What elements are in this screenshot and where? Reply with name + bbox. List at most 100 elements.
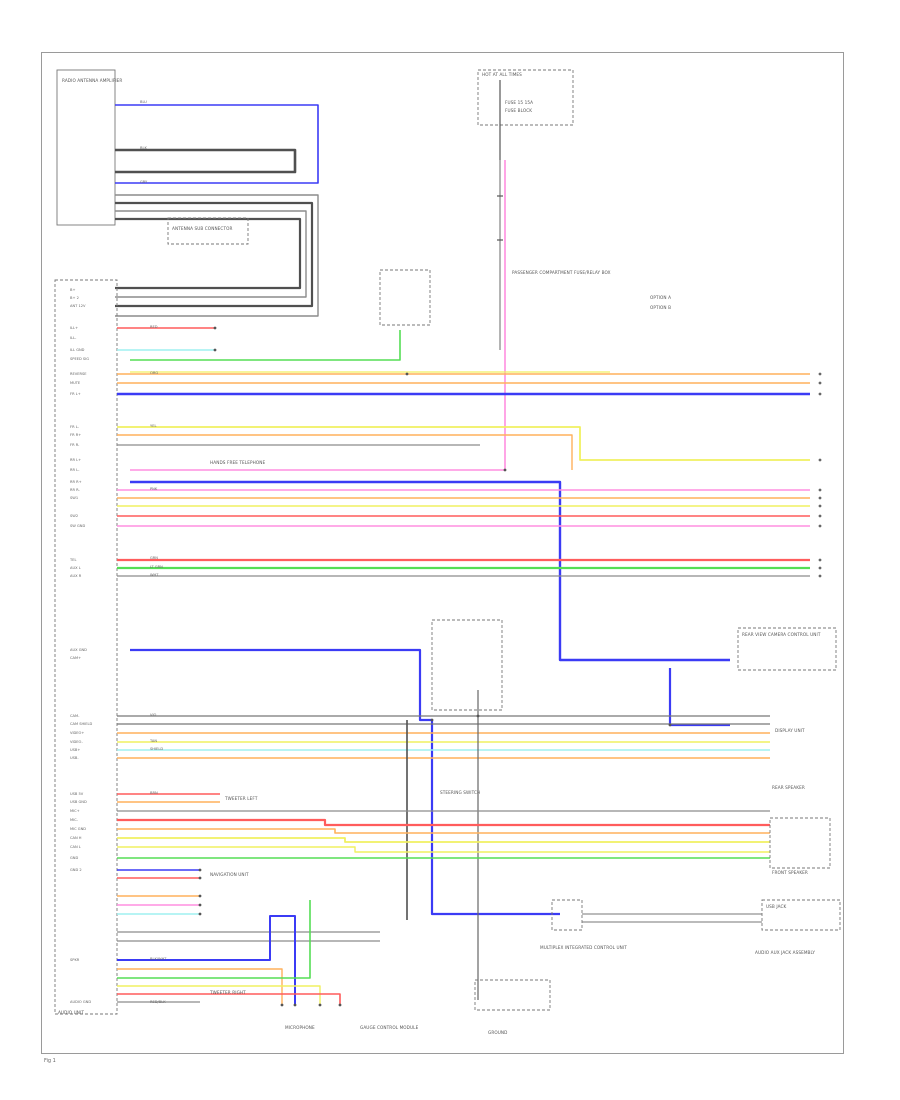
splice-dot: [198, 903, 202, 907]
splice-dot: [293, 1003, 297, 1007]
splice-dot: [430, 718, 434, 722]
pin-label: USB 5V: [70, 792, 84, 796]
wire-color-tag: VIO: [150, 713, 157, 717]
splice-dot: [338, 1003, 342, 1007]
splice-dot: [213, 348, 217, 352]
terminal-dot: [818, 392, 822, 396]
wire-color-tag: LT GRN: [150, 565, 163, 569]
terminal-dot: [818, 566, 822, 570]
wire-usb-red: [117, 993, 341, 1005]
label-fuse-15a: FUSE 15 15A: [505, 100, 534, 105]
wire-antenna-coax: [115, 148, 297, 174]
pin-label: CAM SHIELD: [70, 722, 93, 726]
terminal-dot: [818, 496, 822, 500]
pin-label: AUDIO GND: [70, 1000, 92, 1004]
terminal-dot: [818, 558, 822, 562]
ground-point-box: [474, 979, 551, 1011]
wire-antenna-shield-2: [115, 210, 307, 298]
wire-blue-camera: [130, 480, 730, 662]
pin-label: B+ 2: [70, 296, 79, 300]
splice-dot: [198, 894, 202, 898]
wire-color-tag: BLK/WHT: [150, 957, 167, 961]
wire-color-tag: TAN: [150, 739, 158, 743]
pin-label: AUX L: [70, 566, 81, 570]
pin-label: ILL GND: [70, 348, 85, 352]
wire-usb-green: [117, 900, 311, 979]
pin-label: USB GND: [70, 800, 87, 804]
pin-label: CAM-: [70, 714, 80, 718]
pin-label: AUX GND: [70, 648, 87, 652]
front-speaker-box: [769, 817, 831, 869]
wire-color-tag: BLU: [140, 100, 147, 104]
wire-color-tag: BLK: [140, 146, 147, 150]
splice-dot: [476, 714, 480, 718]
label-display-unit: DISPLAY UNIT: [775, 728, 805, 733]
label-tweeter-left: TWEETER LEFT: [225, 796, 258, 801]
pin-label: ILL+: [70, 326, 79, 330]
wire-blue-nav: [130, 648, 560, 916]
pin-label: RR R+: [70, 480, 82, 484]
pin-label: GND: [70, 856, 79, 860]
wire-color-tag: RED/BLK: [150, 1000, 166, 1004]
label-rear-view-camera: REAR VIEW CAMERA CONTROL UNIT: [742, 632, 821, 637]
wire-usb-orange: [117, 968, 283, 1005]
wire-spk-orange: [117, 828, 770, 834]
label-radio-antenna: RADIO ANTENNA AMPLIFIER: [62, 78, 123, 83]
label-antenna-connector: ANTENNA SUB CONNECTOR: [172, 226, 233, 231]
antenna-amplifier-box: [56, 69, 116, 226]
splice-dot: [405, 372, 409, 376]
terminal-dot: [818, 381, 822, 385]
figure-label: Fig 1: [44, 1058, 56, 1064]
pin-label: USB+: [70, 748, 81, 752]
pin-label: FR R-: [70, 443, 80, 447]
terminal-dot: [818, 504, 822, 508]
wire-color-tag: GRY: [140, 180, 148, 184]
wire-antenna-shield: [115, 194, 319, 317]
label-tweeter-right: TWEETER RIGHT: [210, 990, 246, 995]
pin-label: AUX R: [70, 574, 82, 578]
label-rear-speaker: REAR SPEAKER: [772, 785, 805, 790]
pin-label: FR L-: [70, 425, 79, 429]
usb-jack-box: [761, 899, 841, 931]
terminal-dot: [818, 514, 822, 518]
wire-spk-yellow: [117, 837, 770, 843]
pin-label: CAM+: [70, 656, 82, 660]
wire-color-tag: PNK: [150, 487, 158, 491]
label-ground: GROUND: [488, 1030, 508, 1035]
pin-label: GND 2: [70, 868, 82, 872]
terminal-dot: [818, 524, 822, 528]
wire-spk-red: [117, 818, 770, 827]
wire-color-tag: WHT: [150, 573, 159, 577]
terminal-dot: [818, 488, 822, 492]
label-hot-at-all-times: HOT AT ALL TIMES: [482, 72, 522, 77]
wire-orange-bus: [117, 434, 573, 470]
pin-label: CAN L: [70, 845, 81, 849]
terminal-dot: [818, 372, 822, 376]
label-passenger-fuse-box: PASSENGER COMPARTMENT FUSE/RELAY BOX: [512, 270, 611, 275]
splice-dot: [318, 1003, 322, 1007]
pin-label: MUTE: [70, 381, 81, 385]
label-option-b: OPTION B: [650, 305, 672, 310]
pin-label: SW GND: [70, 524, 86, 528]
label-multiplex-unit: MULTIPLEX INTEGRATED CONTROL UNIT: [540, 945, 627, 950]
splice-dot: [280, 1003, 284, 1007]
wire-antenna-coax-3: [115, 217, 302, 290]
wire-antenna-blue: [115, 104, 319, 184]
fuse-block-box: [477, 69, 574, 126]
label-audio-unit: AUDIO UNIT: [58, 1010, 85, 1015]
wire-color-tag: RED: [150, 325, 158, 329]
pin-label: B+: [70, 288, 76, 292]
steering-switch-box: [431, 619, 503, 711]
label-navigation-unit: NAVIGATION UNIT: [210, 872, 249, 877]
pin-label: SW1: [70, 496, 79, 500]
pin-label: SW2: [70, 514, 79, 518]
splice-dot: [668, 723, 672, 727]
pin-label: ILL-: [70, 336, 77, 340]
pin-label: REVERSE: [70, 372, 87, 376]
label-fuse-block: FUSE BLOCK: [505, 108, 533, 113]
wire-color-tag: SHIELD: [150, 747, 164, 751]
label-hands-free: HANDS FREE TELEPHONE: [210, 460, 266, 465]
wire-spk-yellow-2: [117, 846, 770, 853]
passenger-switch-box: [379, 269, 431, 326]
label-steering-switch: STEERING SWITCH: [440, 790, 481, 795]
